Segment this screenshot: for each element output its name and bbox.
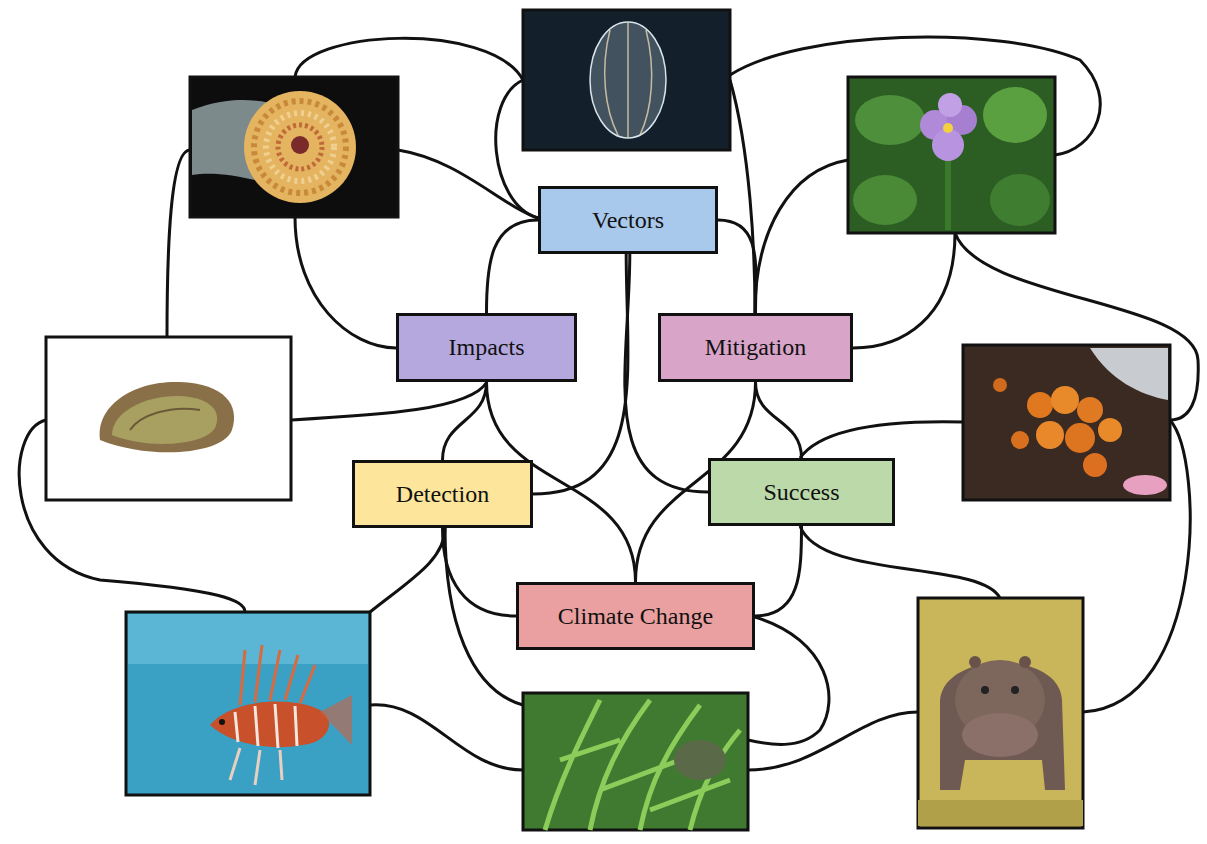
wire bbox=[853, 233, 955, 348]
fungus-photo bbox=[963, 345, 1170, 500]
connector bbox=[755, 526, 802, 616]
wire bbox=[748, 617, 829, 744]
oyster-photo bbox=[46, 337, 291, 500]
comb-jelly-photo bbox=[523, 10, 730, 150]
wire bbox=[800, 422, 963, 458]
topic-box: Mitigation bbox=[658, 313, 853, 382]
topic-label: Success bbox=[764, 479, 840, 506]
wire bbox=[398, 150, 538, 218]
wire bbox=[295, 217, 396, 348]
connector bbox=[718, 220, 756, 313]
wire bbox=[295, 38, 523, 80]
connector-line bbox=[756, 382, 802, 458]
wire bbox=[748, 712, 918, 770]
connector-line bbox=[443, 382, 487, 460]
wire bbox=[755, 160, 848, 313]
connector bbox=[487, 220, 539, 313]
water-hyacinth-photo bbox=[848, 77, 1055, 233]
alga-photo bbox=[523, 693, 748, 830]
wire bbox=[730, 80, 755, 313]
topic-box: Impacts bbox=[396, 313, 577, 382]
topic-label: Detection bbox=[396, 481, 489, 508]
wire bbox=[370, 705, 523, 770]
connector-line bbox=[487, 220, 539, 313]
topic-box: Detection bbox=[352, 460, 533, 528]
wire bbox=[800, 526, 1000, 598]
wire bbox=[291, 382, 487, 420]
connector bbox=[443, 528, 517, 616]
topic-box: Success bbox=[708, 458, 895, 526]
topic-label: Mitigation bbox=[705, 334, 806, 361]
connector-line bbox=[443, 528, 517, 616]
wire bbox=[167, 150, 190, 337]
topic-label: Impacts bbox=[449, 334, 525, 361]
lionfish-photo bbox=[126, 612, 370, 795]
topic-box: Vectors bbox=[538, 186, 718, 254]
connector-line bbox=[718, 220, 756, 313]
topic-label: Vectors bbox=[592, 207, 664, 234]
hippo-photo bbox=[918, 598, 1083, 828]
topic-label: Climate Change bbox=[558, 603, 713, 630]
connector-line bbox=[755, 526, 802, 616]
connector bbox=[443, 382, 487, 460]
wire bbox=[370, 528, 445, 612]
connector bbox=[756, 382, 802, 458]
lamprey-photo bbox=[190, 77, 398, 217]
topic-box: Climate Change bbox=[516, 582, 755, 650]
